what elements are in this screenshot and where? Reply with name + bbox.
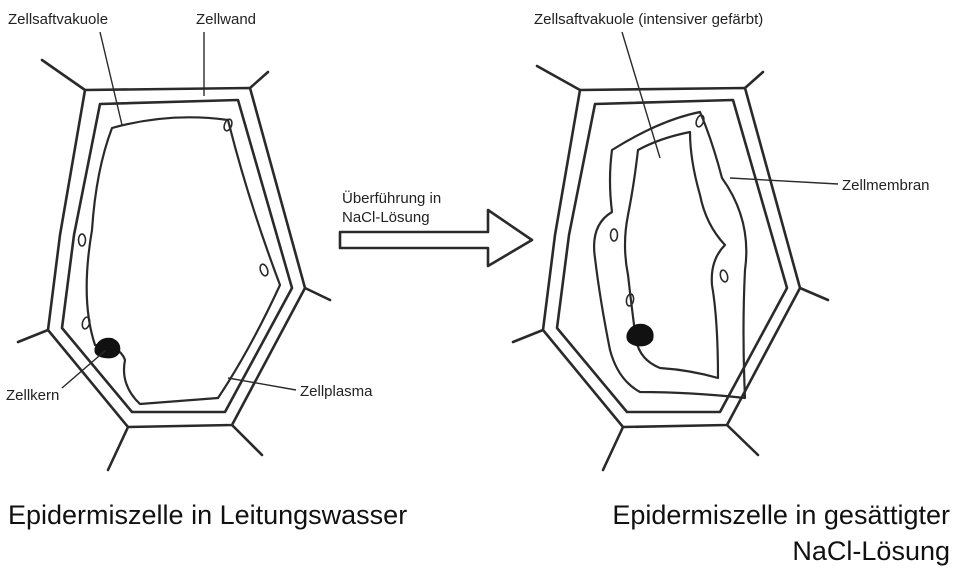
- label-zellkern: Zellkern: [6, 387, 59, 404]
- left-cell: [16, 31, 332, 472]
- right-plastid: [695, 114, 705, 128]
- left-nucleus: [94, 337, 121, 359]
- right-cell-wall-outer: [541, 86, 802, 429]
- right-plastid: [719, 269, 729, 283]
- left-pointer-cytoplasm: [227, 377, 297, 391]
- right-cell: [511, 31, 839, 472]
- right-plastid: [625, 293, 635, 307]
- arrow-label-line1: Überführung in: [342, 189, 441, 207]
- arrow-label-line2: NaCl-Lösung: [342, 209, 430, 226]
- right-cell-membrane: [593, 110, 748, 400]
- right-nucleus: [626, 323, 654, 347]
- right-vacuole-membrane: [623, 130, 727, 380]
- left-cell-wall-inner: [60, 98, 294, 414]
- label-zellwand: Zellwand: [196, 11, 256, 28]
- left-plastid: [259, 263, 269, 277]
- left-pointer-vacuole: [99, 31, 123, 126]
- left-wall-stubs: [16, 58, 332, 472]
- label-zellplasma: Zellplasma: [300, 383, 373, 400]
- left-cell-wall-outer: [46, 86, 307, 429]
- transfer-arrow: [338, 208, 534, 268]
- right-pointer-membrane: [729, 177, 839, 185]
- right-cell-wall-inner: [555, 98, 789, 414]
- arrow-shape: [338, 208, 534, 268]
- label-zellmembran: Zellmembran: [842, 177, 930, 194]
- left-plastid: [77, 233, 87, 247]
- caption-right-line2: NaCl-Lösung: [792, 536, 950, 566]
- right-plastid: [609, 228, 619, 242]
- right-wall-stubs: [511, 64, 830, 472]
- left-plastid: [223, 118, 233, 132]
- right-pointer-vacuole: [621, 31, 661, 159]
- left-plastid: [81, 316, 91, 330]
- caption-right-line1: Epidermiszelle in gesättigter: [612, 500, 950, 530]
- caption-left: Epidermiszelle in Leitungswasser: [8, 500, 407, 530]
- label-zellsaftvakuole-intensiv: Zellsaftvakuole (intensiver gefärbt): [534, 11, 763, 28]
- left-pointer-nucleus: [61, 349, 107, 389]
- left-vacuole-membrane: [85, 116, 282, 406]
- label-zellsaftvakuole: Zellsaftvakuole: [8, 11, 108, 28]
